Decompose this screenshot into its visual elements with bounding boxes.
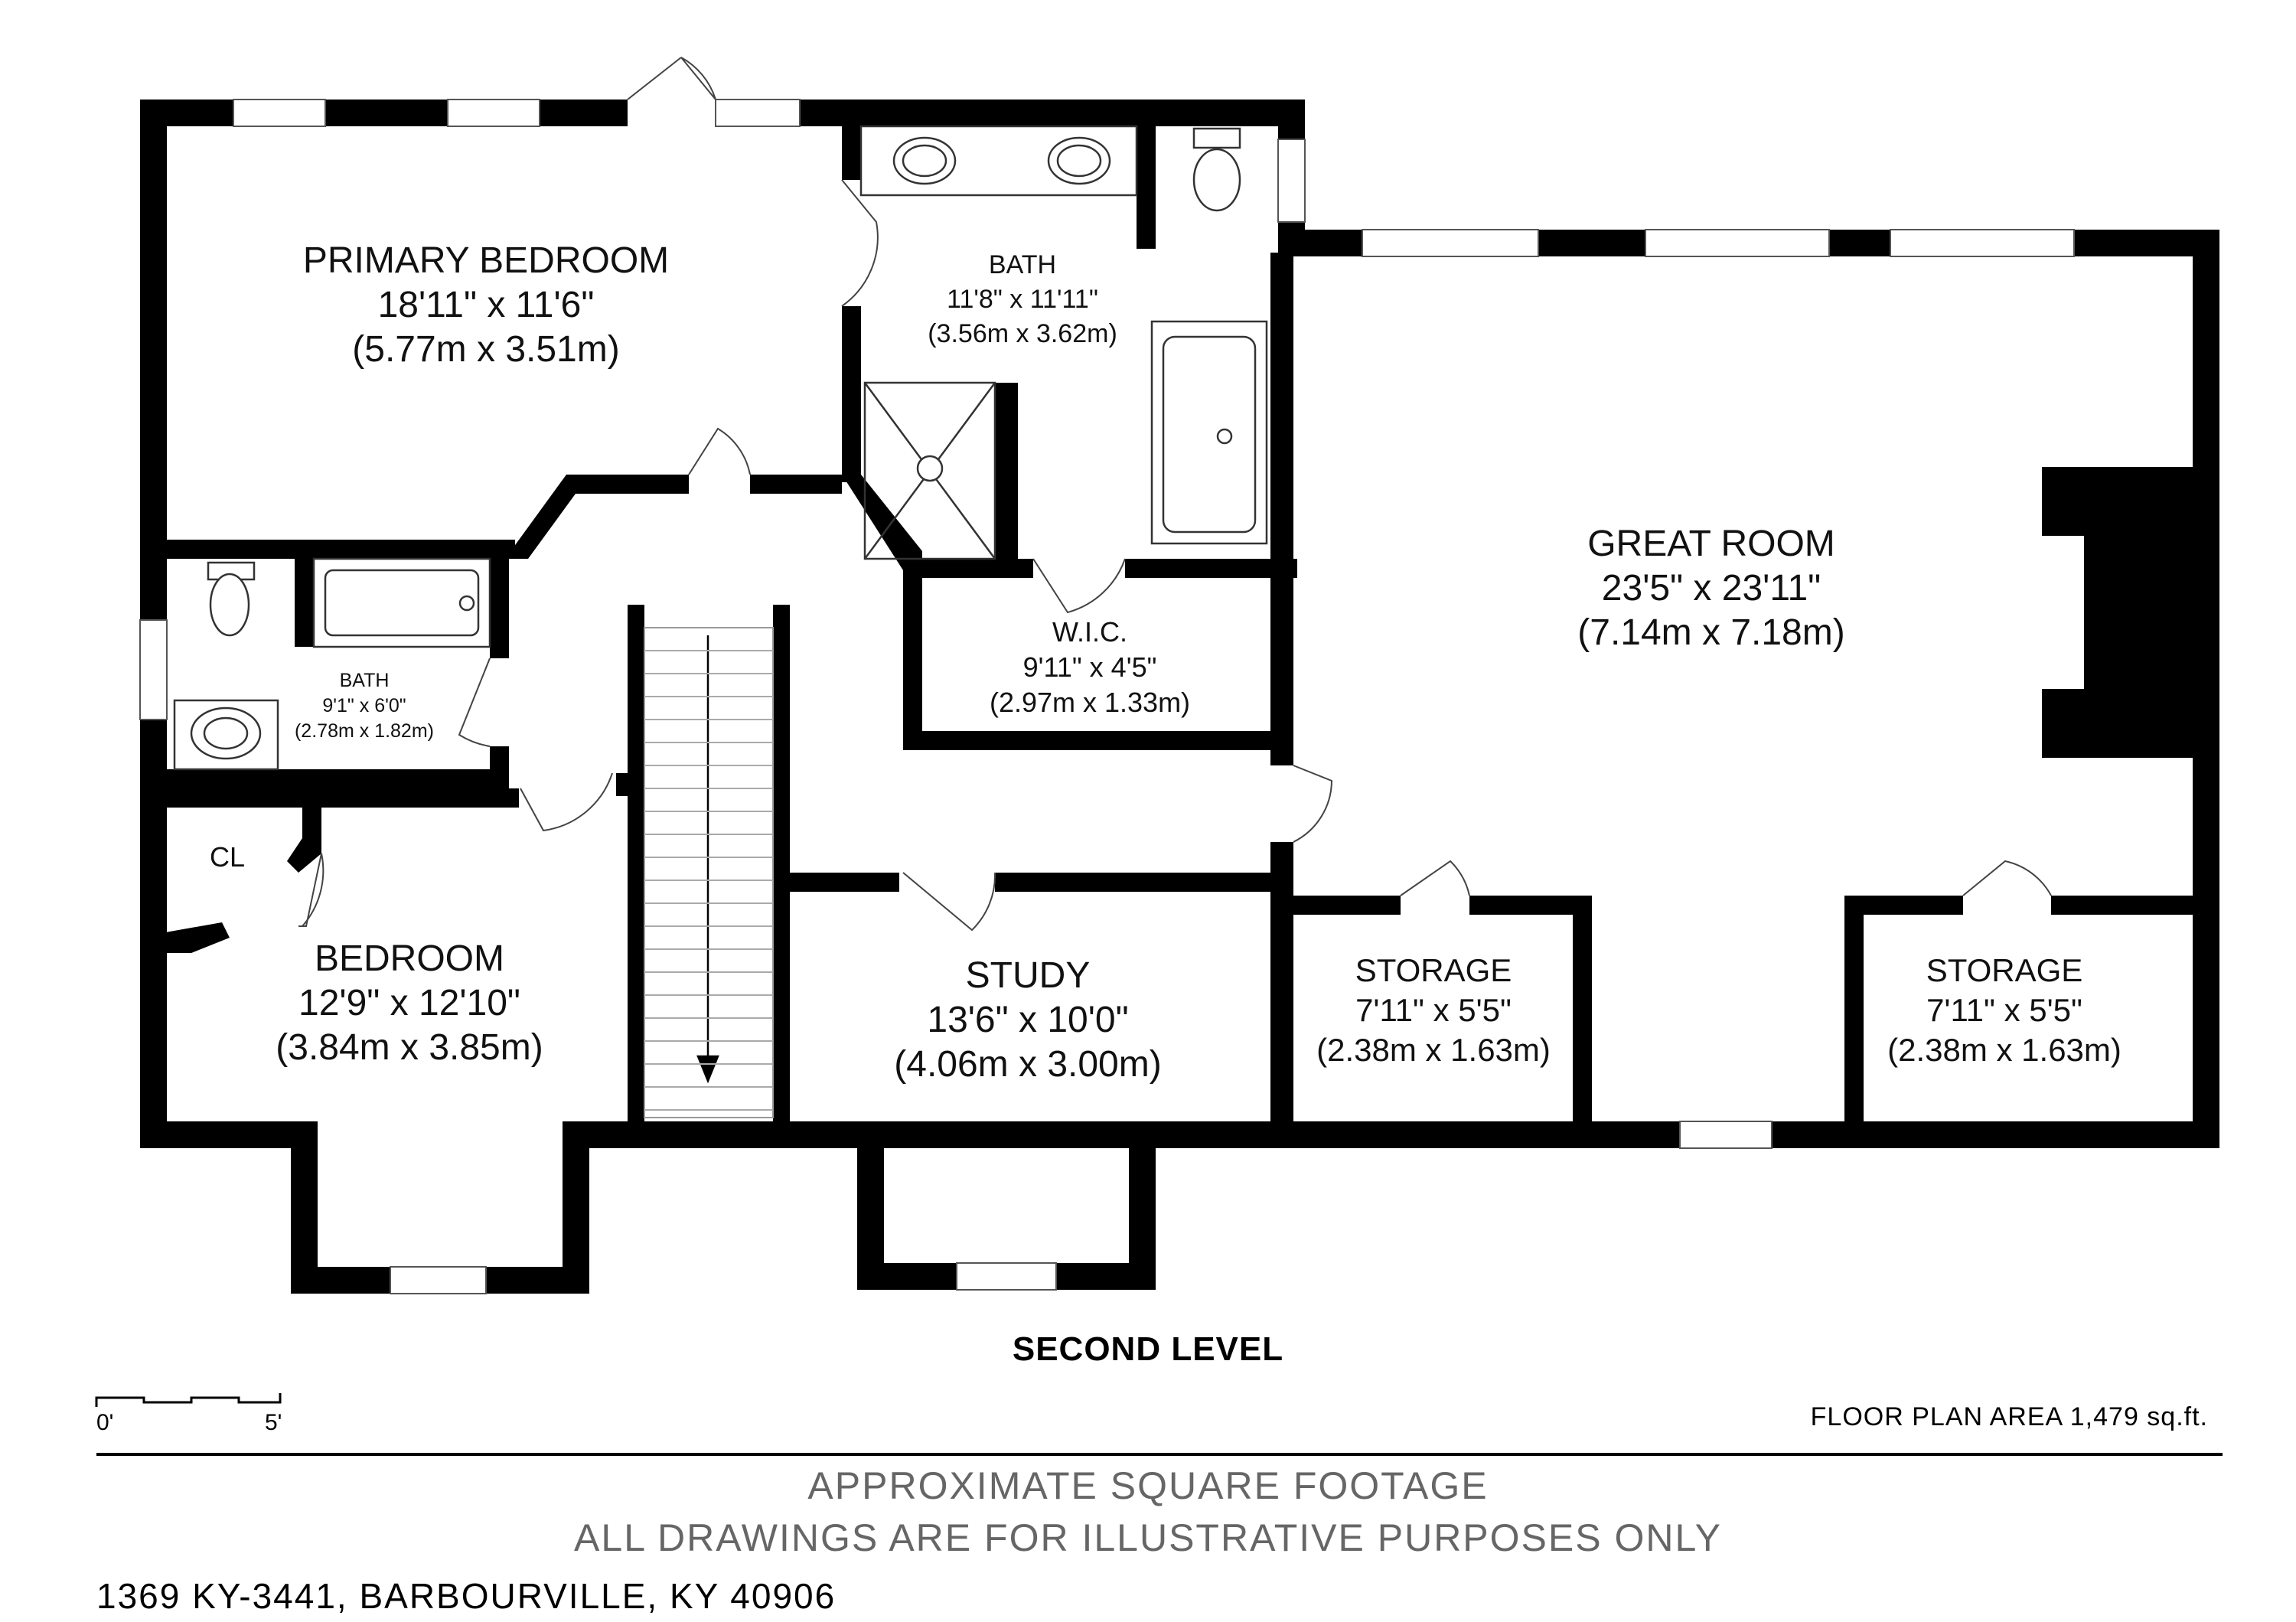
stairs <box>644 627 774 1118</box>
divider <box>96 1453 2223 1456</box>
room-name-storage-2: STORAGE <box>1926 952 2083 988</box>
scale-start-label: 0' <box>96 1410 114 1435</box>
room-dim-m-storage-1: (2.38m x 1.63m) <box>1316 1032 1551 1068</box>
room-dim-m-wic: (2.97m x 1.33m) <box>990 687 1190 718</box>
room-name-bath-2: BATH <box>340 670 390 691</box>
room-name-wic: W.I.C. <box>1052 616 1127 648</box>
stairs-arrow-icon <box>696 635 719 1084</box>
room-name-bedroom: BEDROOM <box>315 938 504 979</box>
sink-icon <box>173 699 279 771</box>
walls <box>140 100 2219 1294</box>
room-dim-m-bedroom: (3.84m x 3.85m) <box>276 1027 543 1068</box>
scale-end-label: 5' <box>265 1410 282 1435</box>
shower-icon <box>863 381 996 560</box>
disclaimer-illustrative: ALL DRAWINGS ARE FOR ILLUSTRATIVE PURPOS… <box>574 1516 1722 1559</box>
room-dim-ft-storage-1: 7'11" x 5'5" <box>1355 992 1512 1028</box>
toilet-icon <box>1192 127 1241 149</box>
room-name-great-room: GREAT ROOM <box>1587 524 1835 564</box>
room-dim-ft-primary-bedroom: 18'11" x 11'6" <box>378 285 595 325</box>
room-name-closet: CL <box>210 841 245 873</box>
room-dim-m-primary-bath: (3.56m x 3.62m) <box>928 319 1117 348</box>
room-name-primary-bedroom: PRIMARY BEDROOM <box>303 240 669 281</box>
room-name-study: STUDY <box>966 955 1091 996</box>
fixtures <box>173 125 1268 1118</box>
disclaimer-approximate: APPROXIMATE SQUARE FOOTAGE <box>807 1464 1489 1507</box>
room-dim-ft-bath-2: 9'1" x 6'0" <box>322 695 406 716</box>
level-title: SECOND LEVEL <box>1012 1330 1284 1368</box>
room-dim-m-primary-bedroom: (5.77m x 3.51m) <box>352 329 619 370</box>
scale-bar <box>95 1393 282 1407</box>
room-dim-m-study: (4.06m x 3.00m) <box>894 1044 1161 1085</box>
room-dim-ft-study: 13'6" x 10'0" <box>927 1000 1128 1040</box>
room-dim-m-great-room: (7.14m x 7.18m) <box>1577 612 1844 653</box>
room-dim-ft-bedroom: 12'9" x 12'10" <box>298 983 520 1023</box>
room-labels: PRIMARY BEDROOM 18'11" x 11'6" (5.77m x … <box>210 240 2122 1085</box>
room-dim-ft-great-room: 23'5" x 23'11" <box>1602 568 1821 609</box>
doors <box>298 57 2052 932</box>
windows <box>139 99 2075 1294</box>
room-dim-m-bath-2: (2.78m x 1.82m) <box>295 720 434 742</box>
room-dim-ft-storage-2: 7'11" x 5'5" <box>1926 992 2082 1028</box>
room-name-storage-1: STORAGE <box>1355 952 1512 988</box>
room-name-primary-bath: BATH <box>989 250 1056 279</box>
room-dim-m-storage-2: (2.38m x 1.63m) <box>1887 1032 2122 1068</box>
room-dim-ft-primary-bath: 11'8" x 11'11" <box>947 285 1098 314</box>
floor-area: FLOOR PLAN AREA 1,479 sq.ft. <box>1810 1402 2208 1431</box>
room-dim-ft-wic: 9'11" x 4'5" <box>1023 651 1157 683</box>
property-address: 1369 KY-3441, BARBOURVILLE, KY 40906 <box>96 1576 837 1616</box>
